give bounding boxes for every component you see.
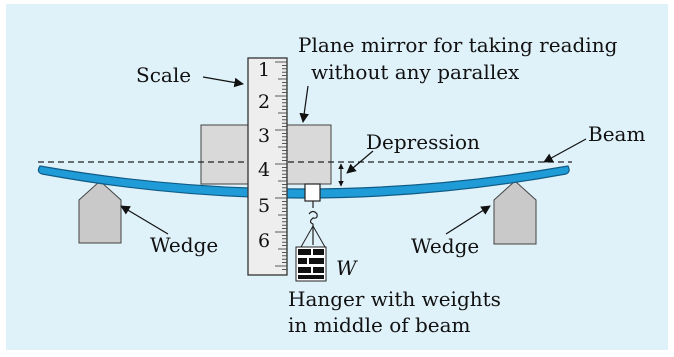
hanger-label-line1: Hanger with weights [288,287,501,311]
hanger-hook [308,201,318,245]
wedge-left [78,180,122,244]
wedge-right-pointer-arrow [445,205,491,235]
wedge-right-label: Wedge [411,234,479,258]
scale-label: Scale [136,63,191,87]
weight-label: W [336,256,358,280]
hanger-label-line2: in middle of beam [288,313,471,337]
scale-number-2: 2 [258,91,270,113]
scale-body [247,57,288,276]
hanger-clamp [304,183,321,202]
scale: 1 2 3 4 5 6 [247,57,288,276]
scale-number-1: 1 [258,59,270,81]
weights [295,246,327,282]
hanger [295,183,327,282]
mirror-label-line2: without any parallex [311,60,520,84]
depression-pointer-arrow [346,150,374,174]
beam-pointer-arrow [543,138,587,163]
wedge-left-pointer-arrow [120,205,169,235]
wedge-right [493,180,537,245]
scale-number-5: 5 [258,195,270,217]
scale-ticks [275,61,287,270]
scale-pointer-arrow [202,76,244,88]
scale-number-6: 6 [258,230,270,252]
mirror-label-line1: Plane mirror for taking reading [298,33,618,57]
scale-number-4: 4 [258,159,270,181]
depression-label: Depression [366,130,480,154]
hanger-wire [300,225,326,248]
scale-number-3: 3 [258,125,270,147]
mirror-pointer-arrow [299,85,309,123]
beam-label: Beam [588,122,645,146]
wedge-left-label: Wedge [150,233,218,257]
